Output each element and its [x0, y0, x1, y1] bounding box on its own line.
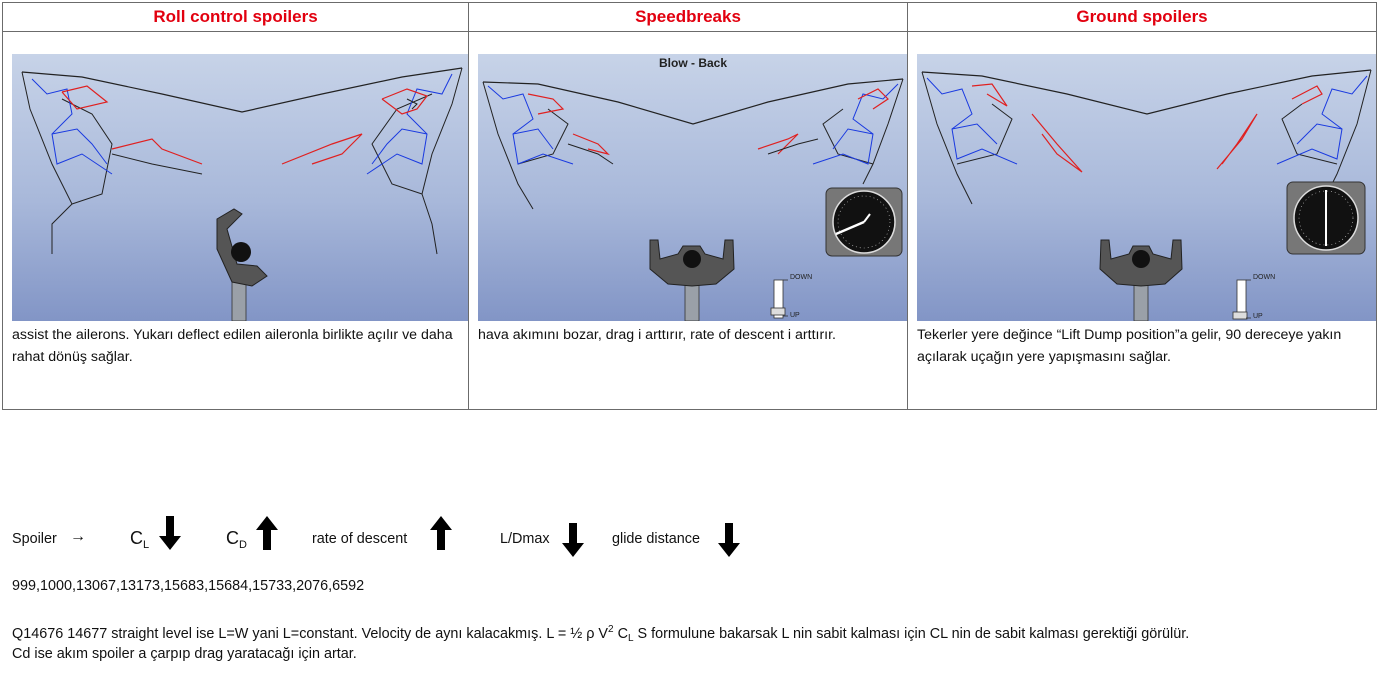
column-ground-spoilers: Ground spoilers [907, 3, 1376, 409]
panel-label: Blow - Back [658, 56, 727, 70]
rate-up-arrow-icon [430, 516, 452, 550]
cl-down-arrow-icon [159, 516, 181, 550]
ld-max-label: L/Dmax [500, 531, 550, 547]
arrow-right-icon: → [70, 528, 86, 545]
column-speedbreaks: Speedbreaks Blow - Back [468, 3, 908, 409]
rate-of-descent-label: rate of descent [312, 531, 408, 547]
note-line-1: Q14676 14677 straight level ise L=W yani… [12, 624, 1190, 644]
column-roll-control: Roll control spoilers [3, 3, 468, 409]
ld-down-arrow-icon [562, 523, 584, 557]
column-title: Speedbreaks [469, 3, 907, 32]
column-description: hava akımını bozar, drag i arttırır, rat… [478, 327, 836, 343]
column-title: Roll control spoilers [3, 3, 468, 32]
lever-up-label: UP [790, 312, 800, 319]
wing-diagram [921, 69, 1372, 321]
cd-up-arrow-icon [256, 516, 278, 550]
lever-down-label: DOWN [790, 274, 813, 281]
glide-distance-label: glide distance [612, 531, 701, 547]
cl-label: CL [130, 528, 150, 551]
spoiler-types-table: Roll control spoilers [2, 2, 1377, 410]
lever-down-label: DOWN [1253, 274, 1276, 281]
speedbreaks-illustration: Blow - Back [478, 54, 908, 321]
column-title: Ground spoilers [908, 3, 1376, 32]
glide-down-arrow-icon [718, 523, 740, 557]
ground-spoilers-illustration: DOWN UP [917, 54, 1376, 321]
spoiler-label: Spoiler [12, 531, 57, 547]
note-line-2: Cd ise akım spoiler a çarpıp drag yarata… [12, 646, 357, 662]
roll-control-illustration [12, 54, 468, 321]
wing-diagram [21, 67, 463, 321]
column-description: Tekerler yere değince “Lift Dump positio… [917, 327, 1342, 365]
wing-diagram [482, 78, 904, 321]
lever-up-label: UP [1253, 313, 1263, 320]
cd-label: CD [226, 528, 247, 551]
question-ids: 999,1000,13067,13173,15683,15684,15733,2… [12, 578, 365, 594]
column-description: assist the ailerons. Yukarı deflect edil… [12, 327, 453, 365]
